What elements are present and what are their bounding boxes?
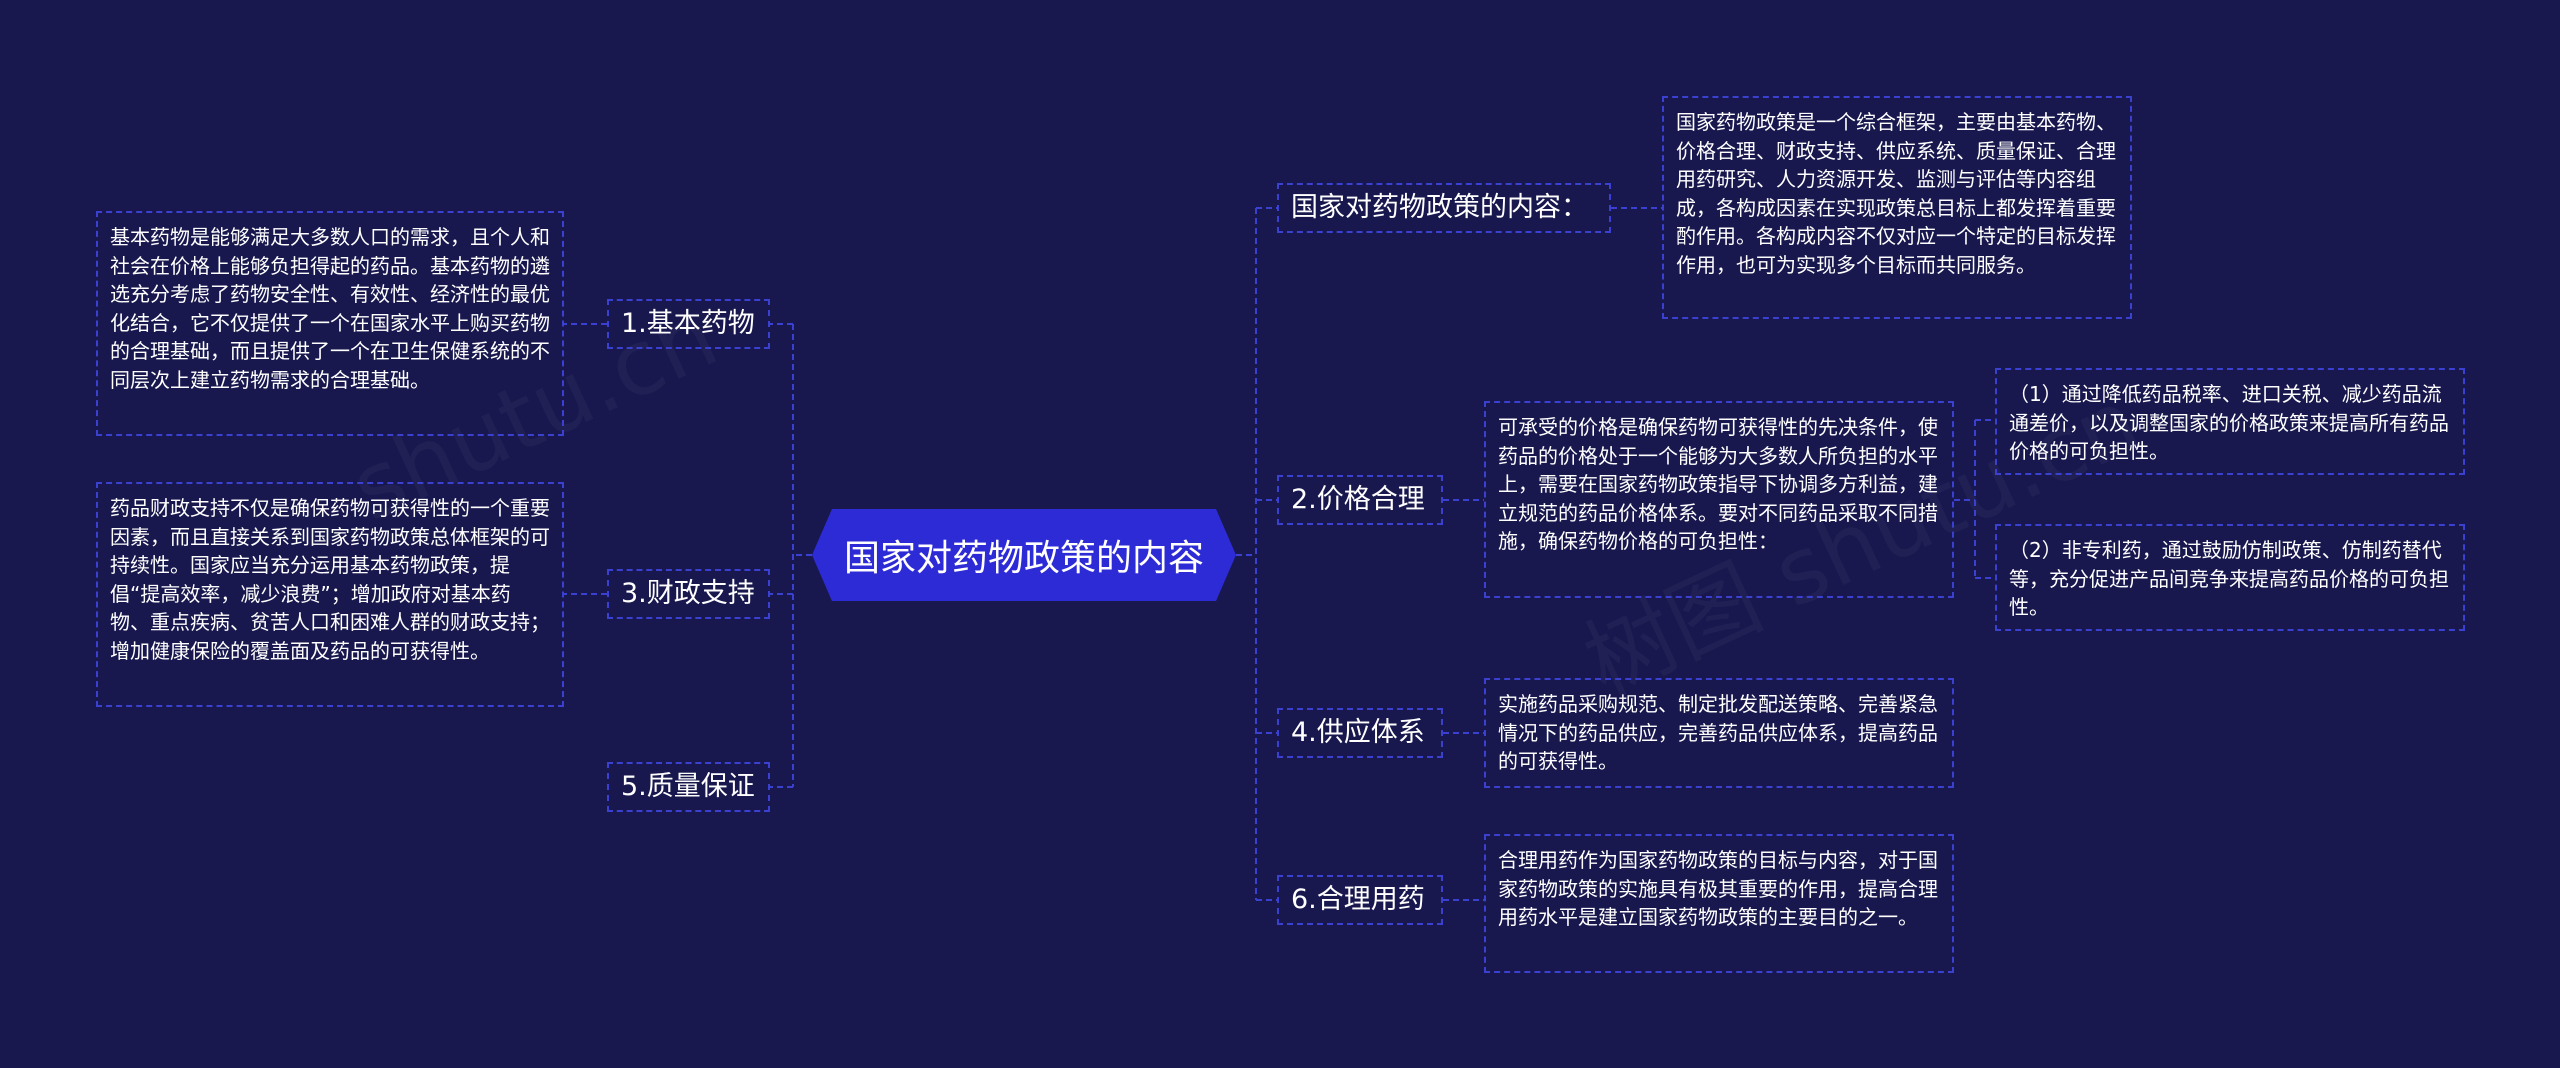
note-financial-support: 药品财政支持不仅是确保药物可获得性的一个重要因素，而且直接关系到国家药物政策总体… [96,482,564,707]
note-price-measure-1: （1）通过降低药品税率、进口关税、减少药品流通差价，以及调整国家的价格政策来提高… [1995,368,2465,475]
topic-financial-support[interactable]: 3.财政支持 [607,569,770,619]
topic-basic-drugs[interactable]: 1.基本药物 [607,299,770,349]
note-rational-use: 合理用药作为国家药物政策的目标与内容，对于国家药物政策的实施具有极其重要的作用，… [1484,834,1954,973]
note-price-measure-2: （2）非专利药，通过鼓励仿制政策、仿制药替代等，充分促进产品间竞争来提高药品价格… [1995,524,2465,631]
topic-policy-content[interactable]: 国家对药物政策的内容： [1277,183,1611,233]
topic-supply-system[interactable]: 4.供应体系 [1277,708,1443,758]
note-reasonable-price: 可承受的价格是确保药物可获得性的先决条件，使药品的价格处于一个能够为大多数人所负… [1484,401,1954,598]
note-basic-drugs: 基本药物是能够满足大多数人口的需求，且个人和社会在价格上能够负担得起的药品。基本… [96,211,564,436]
central-topic[interactable]: 国家对药物政策的内容 [812,509,1236,601]
topic-quality-assurance[interactable]: 5.质量保证 [607,762,770,812]
topic-reasonable-price[interactable]: 2.价格合理 [1277,475,1443,525]
note-policy-content: 国家药物政策是一个综合框架，主要由基本药物、价格合理、财政支持、供应系统、质量保… [1662,96,2132,319]
topic-rational-use[interactable]: 6.合理用药 [1277,875,1443,925]
note-supply-system: 实施药品采购规范、制定批发配送策略、完善紧急情况下的药品供应，完善药品供应体系，… [1484,678,1954,788]
